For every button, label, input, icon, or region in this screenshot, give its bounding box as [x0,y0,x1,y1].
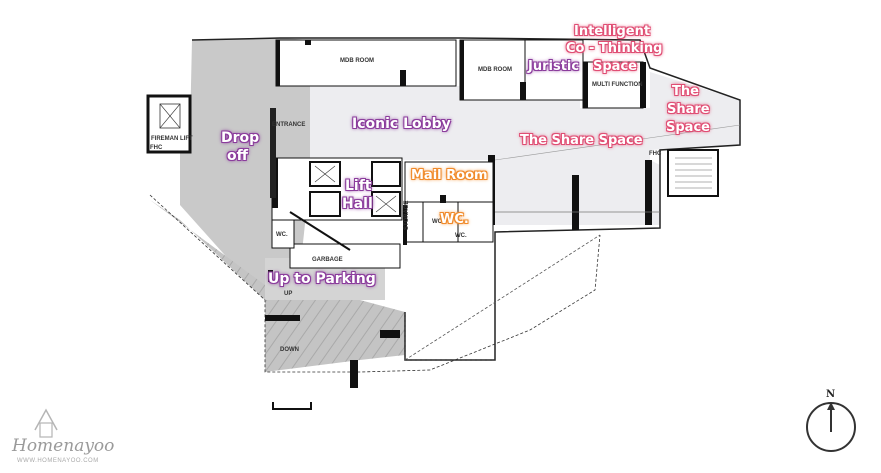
label-share-space: The Share Space [520,133,643,148]
brand-name: Homenayoo [12,436,115,456]
room-label-fireman-lift: FIREMAN LIFT [151,136,193,142]
label-drop: Drop [221,130,260,146]
lift-car-3 [371,161,401,187]
dashed-edge [149,194,601,373]
label-wc: WC. [440,212,469,227]
wc-left [271,219,295,249]
fireman-lift-box [146,94,192,154]
label-co-thinking: Co - Thinking [566,41,663,56]
label-mail-room: Mail Room [411,168,488,183]
label-juristic: Juristic [528,59,580,74]
label-iconic-lobby: Iconic Lobby [352,116,451,132]
room-label-down: DOWN [280,347,299,353]
label-up-to-parking: Up to Parking [268,271,376,287]
compass-letter: N [826,389,836,400]
brand-url: WWW.HOMENAYOO.COM [17,458,99,464]
label-the-share-1: The [672,84,699,99]
room-label-fhc-1: FHC [150,145,163,151]
house-logo-icon [34,408,58,431]
lift-car-1 [309,161,341,187]
label-space-top: Space [593,59,637,74]
dashed-edge-2 [404,312,495,361]
lift-hall-block [271,157,403,221]
iconic-lobby-floor [310,86,650,165]
room-label-wc-3: WC. [276,232,288,238]
label-the-share-2: Share [667,102,710,117]
room-label-mdb-1: MDB ROOM [340,58,374,64]
dashed-diagonal [404,234,601,361]
room-label-storage: STORAGE [404,200,410,230]
mail-room [404,161,494,203]
label-the-share-3: Space [666,120,710,135]
room-label-mdb-2: MDB ROOM [478,67,512,73]
label-hall: Hall [342,196,373,212]
label-off: off [227,148,248,164]
share-space-floor [495,72,740,225]
multi-function-room [582,61,644,109]
room-label-up: UP [284,291,293,297]
room-label-wc-1: WC. [432,219,444,225]
room-label-fhc-2: FHC [649,151,662,157]
lift-car-4 [371,191,401,217]
room-label-entrance: ENTRANCE [272,122,306,128]
label-lift: Lift [345,178,372,194]
room-label-garbage: GARBAGE [312,257,343,263]
stair-right [667,149,719,197]
label-intelligent: Intelligent [574,24,651,39]
room-label-multi-function: MULTI FUNCTION [592,82,643,88]
room-label-wc-2: WC. [455,233,467,239]
lift-car-2 [309,191,341,217]
